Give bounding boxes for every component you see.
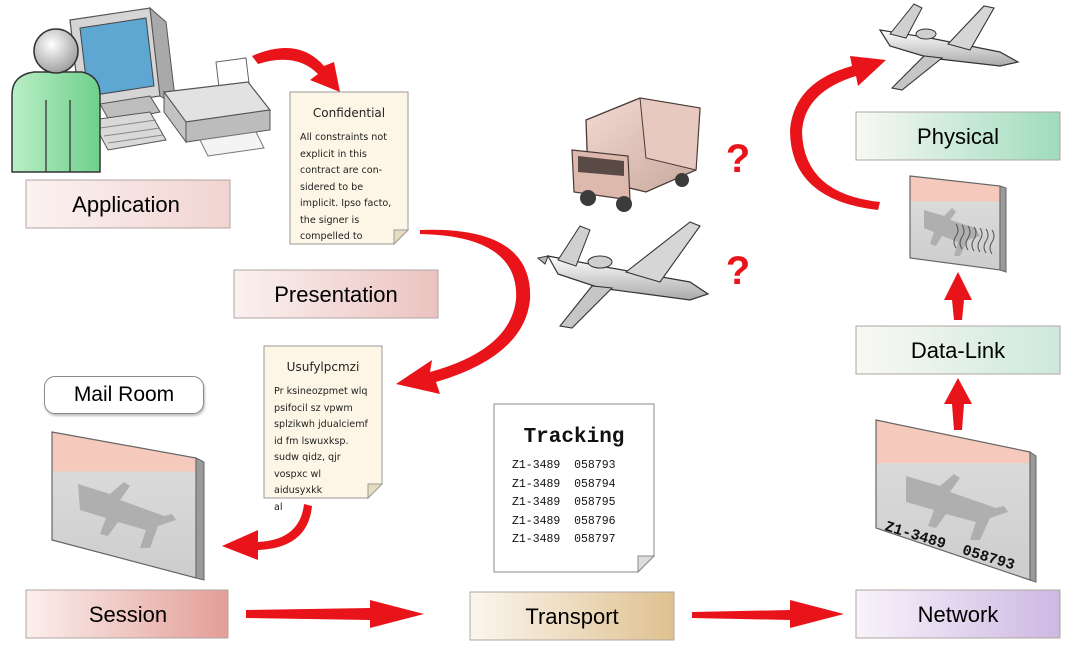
- arrow-network-to-datalink: [944, 378, 972, 430]
- question-mark-airplane: ?: [726, 249, 750, 293]
- parcel-package-icon: [909, 175, 1007, 273]
- printer-icon: [162, 57, 272, 157]
- arrow-datalink-to-physical-package: [944, 272, 972, 320]
- arrow-session-to-transport: [246, 600, 424, 628]
- arrow-application-to-presentation: [252, 48, 340, 92]
- flow-arrows: [222, 48, 972, 628]
- arrow-presentation-to-session: [396, 229, 531, 394]
- tracking-row: Z1-3489 058793: [512, 459, 616, 472]
- arrow-session-to-package: [222, 504, 312, 560]
- person-icon: [11, 28, 101, 173]
- layer-session-label: Session: [89, 602, 167, 627]
- tracking-row: Z1-3489 058794: [512, 477, 616, 491]
- layer-datalink-label: Data-Link: [911, 338, 1006, 363]
- layer-application-label: Application: [72, 192, 180, 217]
- layer-presentation-label: Presentation: [274, 282, 398, 307]
- workstation-illustration: [11, 6, 272, 173]
- layer-application: Application: [25, 179, 231, 229]
- question-mark-truck: ?: [726, 137, 750, 181]
- mail-room-label: Mail Room: [44, 376, 204, 414]
- airplane-icon: [878, 3, 1020, 91]
- layer-network-label: Network: [918, 602, 1000, 627]
- parcel-package-icon: Z1-3489 058793: [875, 419, 1037, 583]
- document-fold-corner-icon: [393, 229, 410, 246]
- confidential-document-body: All constraints not explicit in this con…: [300, 132, 392, 242]
- confidential-document-title: Confidential: [312, 106, 386, 120]
- layer-physical: Physical: [855, 111, 1061, 161]
- document-fold-corner-icon: [367, 483, 384, 500]
- layer-session: Session: [25, 589, 229, 639]
- layer-presentation: Presentation: [233, 269, 439, 319]
- tracking-sheet: Tracking Z1-3489 058793 Z1-3489 058794 Z…: [494, 404, 654, 572]
- tracking-row: Z1-3489 058797: [512, 533, 616, 546]
- layer-datalink: Data-Link: [855, 325, 1061, 375]
- tracking-row: Z1-3489 058795: [512, 496, 616, 509]
- arrow-physical-to-airplane: [790, 56, 886, 210]
- encrypted-document: Usufylpcmzi Pr ksineozpmet wlq psifocil …: [264, 346, 382, 513]
- airplane-icon: [536, 221, 710, 329]
- keyboard-icon: [91, 111, 167, 151]
- tracking-title: Tracking: [523, 426, 625, 449]
- document-fold-corner-icon: [637, 555, 656, 574]
- layer-transport-label: Transport: [525, 604, 618, 629]
- arrow-transport-to-network: [692, 600, 844, 628]
- encrypted-document-title: Usufylpcmzi: [286, 360, 360, 374]
- delivery-truck-icon: [571, 97, 701, 212]
- confidential-document: Confidential All constraints not explici…: [290, 92, 408, 244]
- layer-transport: Transport: [469, 591, 675, 641]
- tracking-row: Z1-3489 058796: [512, 514, 616, 528]
- layer-network: Network: [855, 589, 1061, 639]
- layer-physical-label: Physical: [917, 124, 999, 149]
- parcel-package-icon: [51, 431, 205, 581]
- encrypted-document-body: Pr ksineozpmet wlq psifocil sz vpwm splz…: [274, 386, 368, 513]
